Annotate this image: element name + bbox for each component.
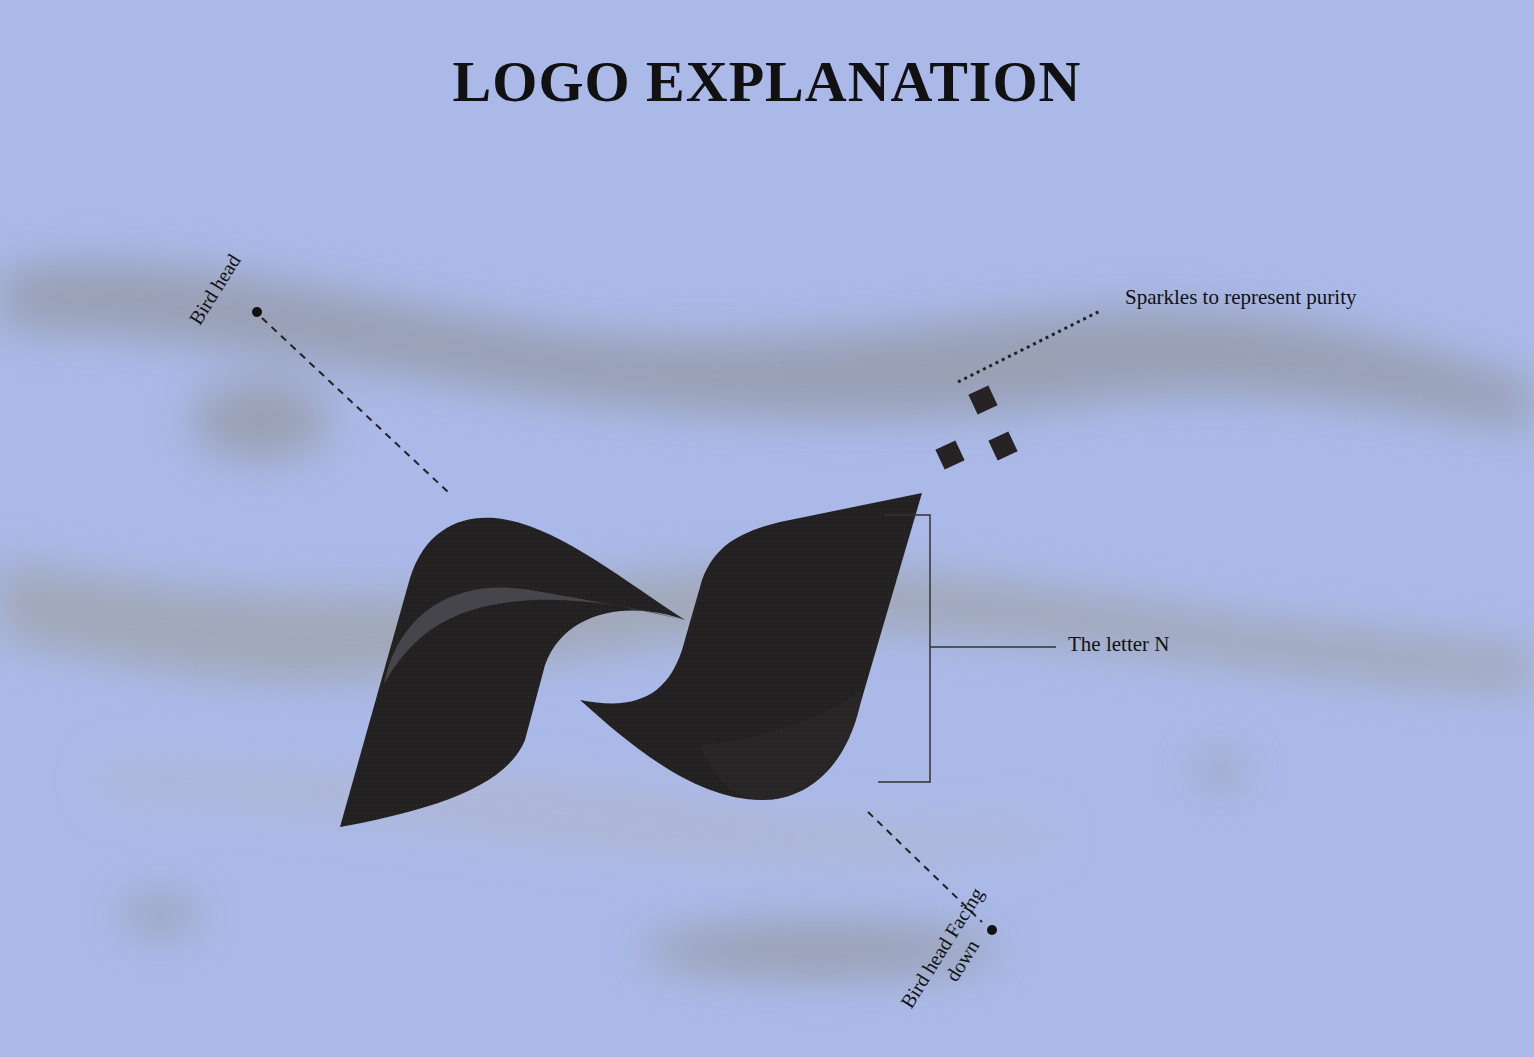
callout-label: The letter N [1068, 632, 1169, 657]
leader-line [930, 646, 1056, 648]
logo-left-stroke [340, 518, 685, 827]
leader-dot [987, 925, 997, 935]
logo-shadow [700, 690, 862, 800]
bracket [878, 515, 930, 782]
leader-dot [252, 307, 262, 317]
sparkle [988, 431, 1017, 460]
sparkle [968, 385, 997, 414]
logo-right-stroke [580, 493, 922, 800]
leader-line [262, 318, 448, 492]
logo-highlight [384, 588, 685, 684]
callout-label: Sparkles to represent purity [1125, 285, 1357, 310]
leader-line [958, 311, 1100, 382]
title: LOGO EXPLANATION [0, 48, 1534, 115]
sparkle [935, 440, 964, 469]
